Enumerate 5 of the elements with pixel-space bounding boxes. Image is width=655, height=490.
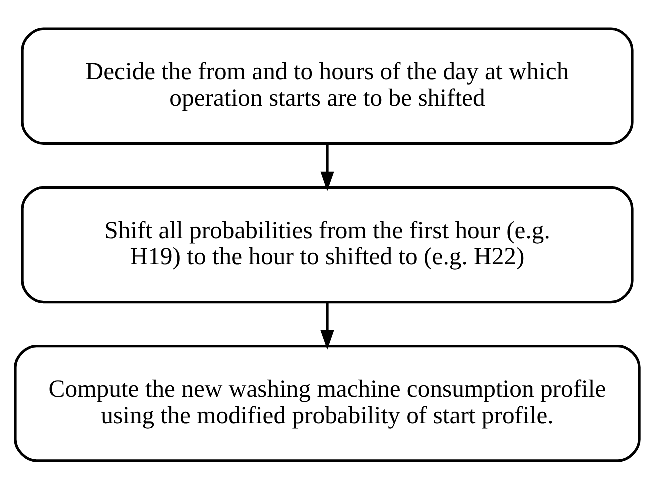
arrow (320, 144, 334, 192)
node-box: Compute the new washing machine consumption profile using the modified probability of start profile. (14, 345, 641, 462)
node-box: Decide the from and to hours of the day at which operation starts are to be shifted (21, 28, 634, 145)
node-box: Shift all probabilities from the first hour (e.g. H19) to the hour to shifted to (e.g. H22) (21, 186, 634, 304)
arrow (320, 302, 334, 350)
